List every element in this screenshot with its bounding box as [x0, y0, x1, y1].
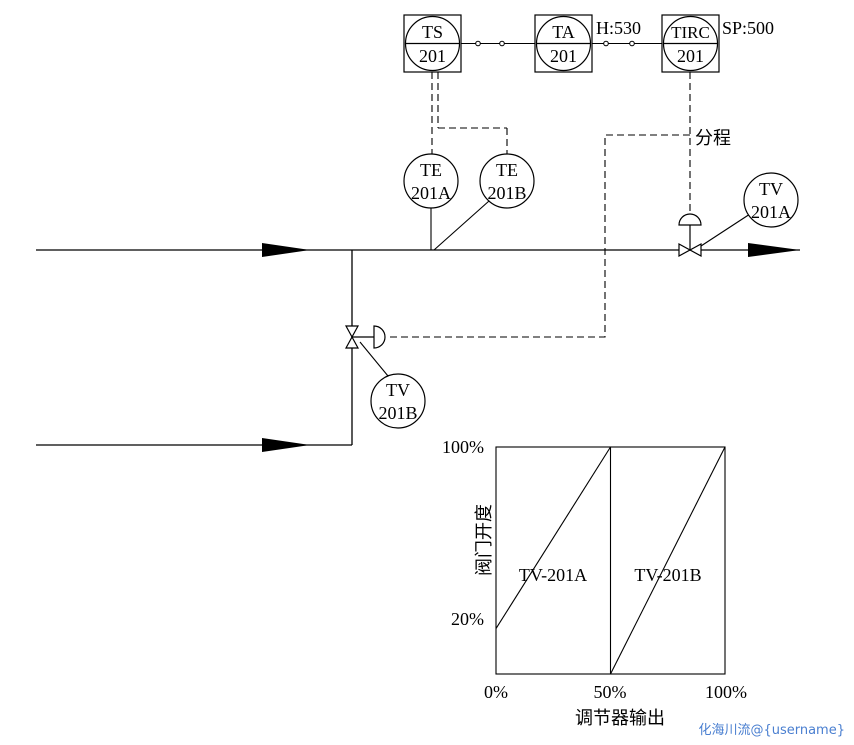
tv-a-tag-number: 201A [751, 202, 791, 222]
tirc-tag-number: 201 [677, 46, 704, 66]
x-tick-100: 100% [705, 682, 747, 702]
instrument-ta-201: TA 201 [534, 14, 593, 73]
tv-b-tag-letters: TV [386, 380, 410, 400]
instrument-tv-201b: TV 201B [370, 373, 426, 429]
valve-tv-201b [344, 325, 386, 349]
flow-arrow-bypass [262, 438, 310, 452]
y-tick-20: 20% [451, 609, 484, 629]
series-tv-201a-label: TV-201A [519, 565, 587, 585]
watermark: 化海川流@{username} [698, 723, 845, 738]
y-tick-100: 100% [442, 437, 484, 457]
flow-arrow-main-in [262, 243, 310, 257]
software-link-ta-tirc [592, 40, 662, 47]
x-tick-50: 50% [594, 682, 627, 702]
instrument-tirc-201: TIRC 201 [661, 14, 720, 73]
tv-a-tag-letters: TV [759, 179, 783, 199]
te-a-tag-number: 201A [411, 183, 451, 203]
instrument-te-201a: TE 201A [403, 153, 459, 209]
tv-a-leader [700, 213, 751, 247]
ta-tag-letters: TA [552, 22, 575, 42]
te-a-tag-letters: TE [420, 160, 442, 180]
software-link-ts-ta [461, 40, 535, 47]
ta-tag-number: 201 [550, 46, 577, 66]
series-tv-201b-label: TV-201B [634, 565, 701, 585]
instrument-ts-201: TS 201 [403, 14, 462, 73]
series-tv-201a-line [495, 446, 611, 629]
tirc-tag-letters: TIRC [671, 23, 710, 42]
setpoint-label: SP:500 [722, 18, 774, 38]
ts-tag-number: 201 [419, 46, 446, 66]
tv-b-leader [359, 341, 389, 377]
high-alarm-label: H:530 [596, 18, 641, 38]
split-range-label: 分程 [695, 128, 731, 149]
valve-tv-201a [678, 213, 702, 258]
split-range-chart: TV-201A TV-201B 100% 20% 0% 50% 100% 调节器… [442, 437, 747, 729]
instrument-tv-201a: TV 201A [743, 172, 799, 228]
te-b-tag-letters: TE [496, 160, 518, 180]
flow-arrow-main-out [748, 243, 800, 257]
instrument-te-201b: TE 201B [479, 153, 535, 209]
ts-tag-letters: TS [422, 22, 443, 42]
tv-b-tag-number: 201B [378, 403, 417, 423]
x-tick-0: 0% [484, 682, 508, 702]
x-axis-label: 调节器输出 [575, 708, 665, 729]
series-tv-201b-line [610, 446, 726, 675]
te-b-tag-number: 201B [487, 183, 526, 203]
signal-split-range-tv-b-line [386, 134, 690, 338]
y-axis-label: 阀门开度 [474, 504, 495, 576]
te-b-connection [433, 200, 490, 251]
